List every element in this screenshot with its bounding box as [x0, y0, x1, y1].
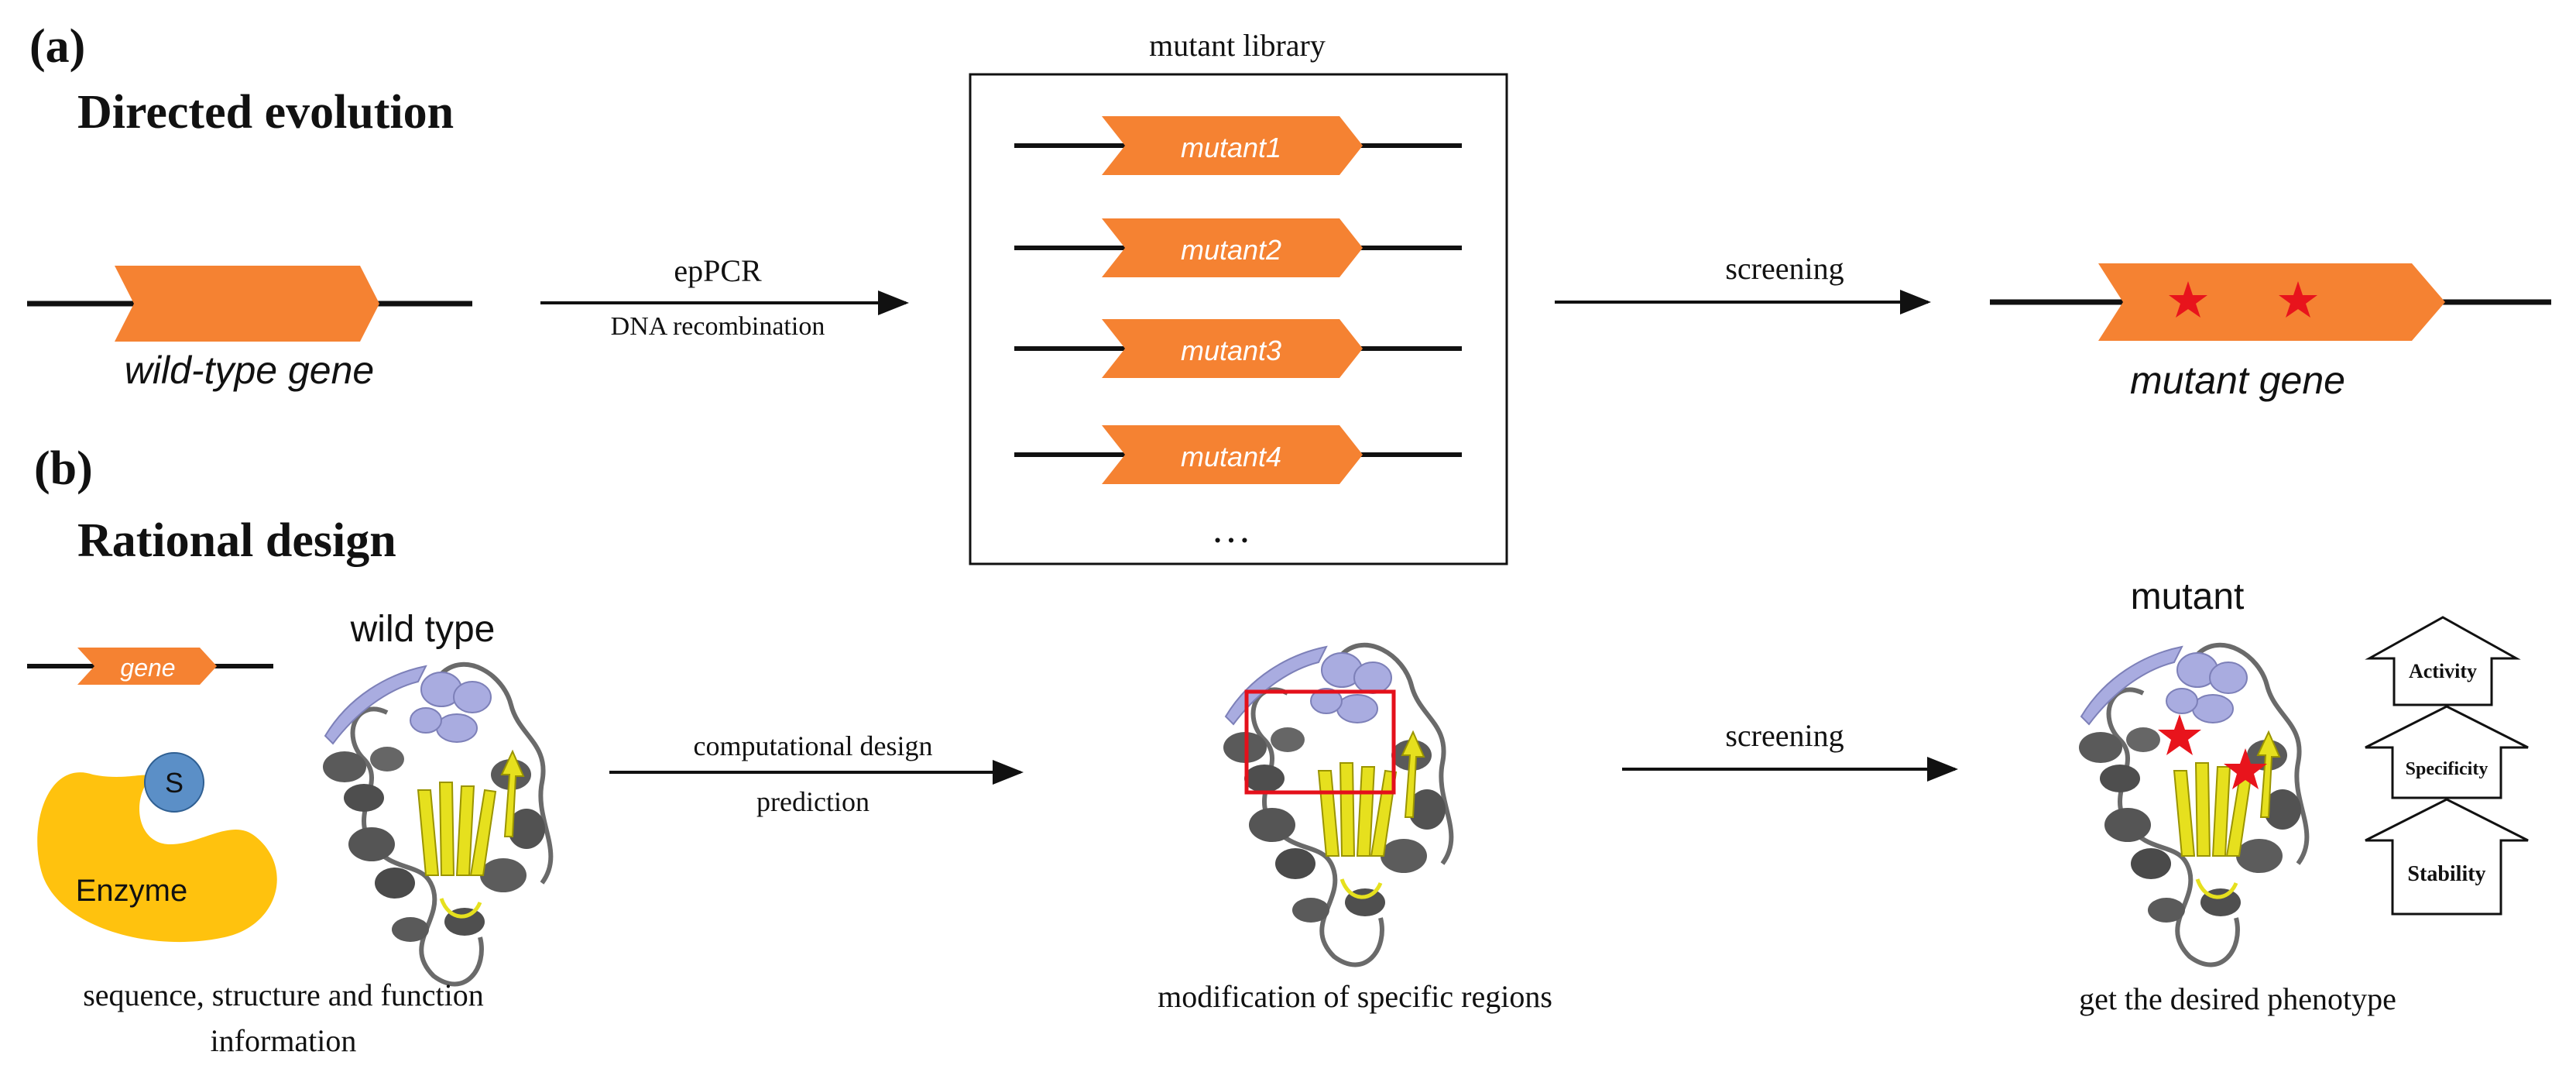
- screening-label-b: screening: [1725, 718, 1844, 753]
- improvement-label: Activity: [2409, 660, 2477, 682]
- screening-label-a: screening: [1725, 251, 1844, 286]
- mutant-gene-label: mutant gene: [2130, 359, 2345, 402]
- panel-b-label: (b): [34, 442, 93, 495]
- design-top-label: computational design: [694, 730, 933, 761]
- improvement-label: Specificity: [2406, 759, 2489, 779]
- wild-type-protein-structure: [323, 665, 551, 985]
- method-top-label: epPCR: [674, 253, 762, 288]
- library-item-2: mutant2: [1014, 218, 1462, 277]
- mutation-star-icon: [2224, 748, 2267, 789]
- mutant-gene-graphic: [1990, 263, 2551, 341]
- gene-label: gene: [120, 654, 175, 682]
- substrate-circle: [144, 752, 204, 813]
- wild-type-gene-graphic: [27, 266, 472, 342]
- library-title: mutant library: [1149, 28, 1326, 63]
- info-caption-line2: information: [211, 1023, 357, 1058]
- design-bottom-label: prediction: [756, 786, 870, 817]
- small-gene-graphic: [27, 648, 273, 685]
- library-item-1: mutant1: [1014, 116, 1462, 175]
- modification-caption: modification of specific regions: [1158, 979, 1552, 1014]
- library-item-label: mutant4: [1181, 441, 1281, 472]
- mutant-gene-arrow: [2098, 263, 2445, 341]
- wild-type-gene-label: wild-type gene: [125, 349, 374, 392]
- mutant-protein-structure: [2079, 645, 2307, 965]
- result-caption: get the desired phenotype: [2079, 981, 2396, 1016]
- mutant-title: mutant: [2131, 576, 2245, 617]
- improvement-arrow-stability: Stability: [2365, 798, 2529, 916]
- mutation-star-icon: [2158, 714, 2201, 755]
- enzyme-label: Enzyme: [76, 874, 188, 908]
- mutation-star-icon: [2169, 281, 2207, 318]
- library-item-label: mutant1: [1181, 132, 1281, 163]
- panel-b-title: Rational design: [77, 514, 396, 567]
- library-item-4: mutant4: [1014, 425, 1462, 484]
- wild-type-title: wild type: [350, 609, 496, 650]
- panel-a-title: Directed evolution: [77, 86, 454, 139]
- library-item-label: mutant3: [1181, 335, 1281, 366]
- library-ellipsis: …: [1211, 507, 1251, 552]
- method-bottom-label: DNA recombination: [611, 312, 825, 341]
- library-item-label: mutant2: [1181, 234, 1281, 266]
- improvement-arrow-activity: Activity: [2365, 616, 2521, 706]
- modification-region-box: [1244, 689, 1396, 795]
- library-item-3: mutant3: [1014, 319, 1462, 378]
- improvement-label: Stability: [2407, 862, 2485, 886]
- substrate-label: S: [165, 767, 184, 799]
- improvement-arrow-specificity: Specificity: [2365, 705, 2529, 799]
- wild-type-gene-arrow: [115, 266, 379, 342]
- mutation-star-icon: [2279, 281, 2317, 318]
- mutant-library-box: [969, 73, 1508, 565]
- panel-a-label: (a): [29, 20, 85, 73]
- info-caption-line1: sequence, structure and function: [83, 978, 484, 1012]
- enzyme-shape: [37, 772, 277, 943]
